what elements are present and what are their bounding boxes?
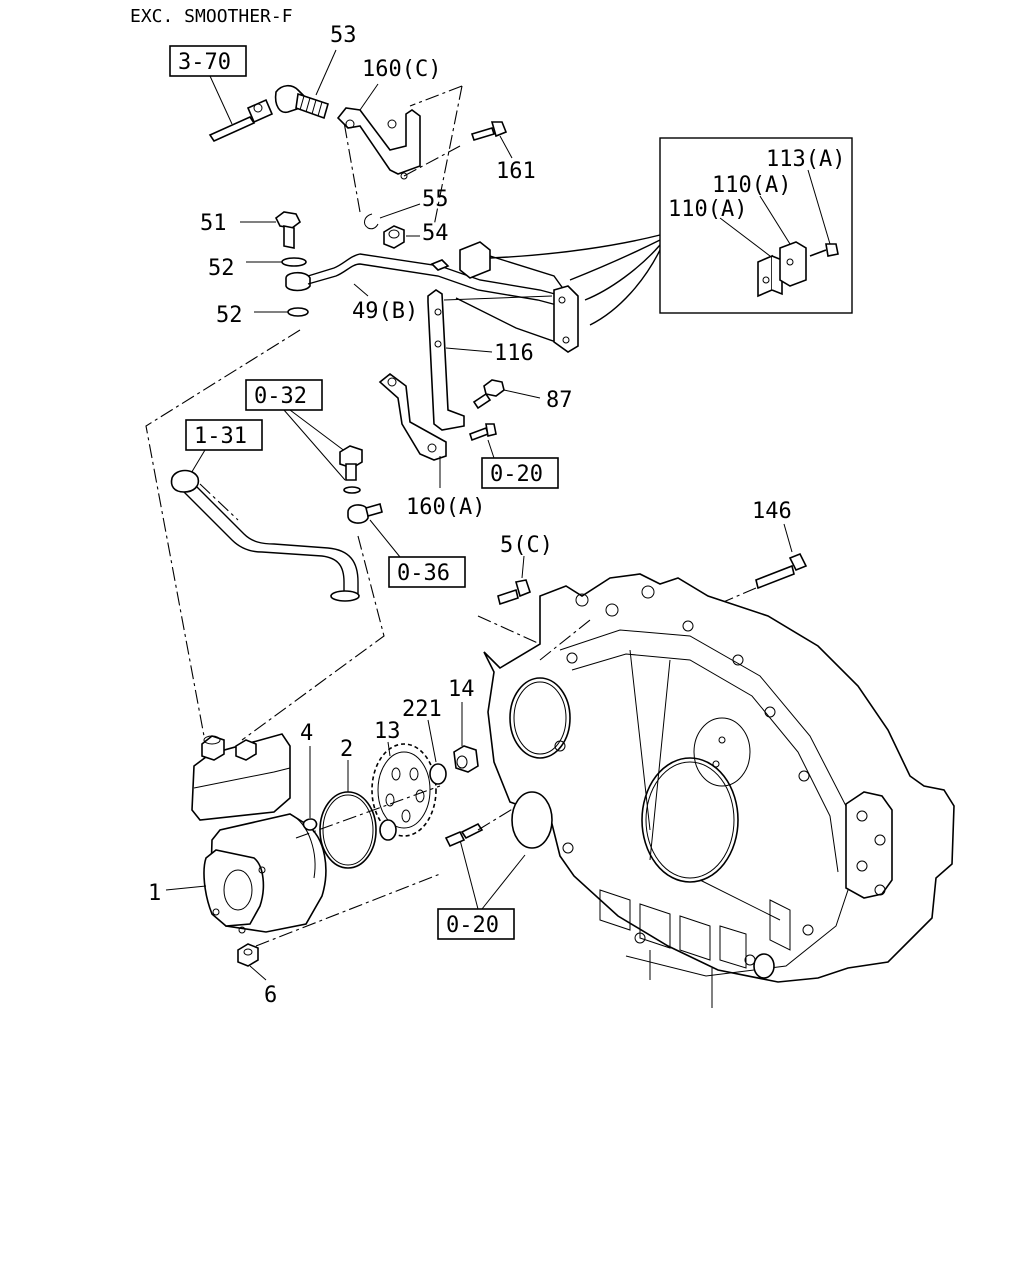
label-113a: 113(A) [766, 147, 845, 172]
label-87: 87 [546, 388, 573, 413]
stud-146-icon [755, 552, 808, 590]
ref-box-3-70: 3-70 [169, 45, 247, 125]
label-146: 146 [752, 499, 792, 524]
svg-text:0-20: 0-20 [490, 462, 543, 487]
label-160c: 160(C) [362, 57, 441, 82]
label-13: 13 [374, 719, 401, 744]
label-4: 4 [300, 721, 313, 746]
nut-54-icon [383, 225, 405, 249]
washer-52-lower-icon [287, 307, 309, 317]
svg-text:3-70: 3-70 [178, 50, 231, 75]
banjo-bolt-icon [339, 445, 363, 494]
washer-52-upper-icon [281, 257, 307, 267]
bracket-160a-icon [378, 372, 497, 461]
label-161: 161 [496, 159, 536, 184]
nut-14-icon [453, 745, 479, 773]
bolt-113a-icon [809, 243, 839, 257]
label-14: 14 [448, 677, 475, 702]
ref-box-1-31: 1-31 [185, 419, 263, 476]
label-1: 1 [148, 881, 161, 906]
washer-221-icon [429, 763, 447, 785]
svg-text:1-31: 1-31 [194, 424, 247, 449]
o-ring-2-icon [319, 791, 377, 869]
label-51: 51 [200, 211, 227, 236]
rod-icon [208, 98, 274, 143]
svg-text:0-32: 0-32 [254, 384, 307, 409]
label-160a: 160(A) [406, 495, 485, 520]
label-2: 2 [340, 737, 353, 762]
label-116: 116 [494, 341, 534, 366]
bolt-5c-icon [497, 579, 531, 606]
label-110a-lower: 110(A) [668, 197, 747, 222]
svg-text:0-36: 0-36 [397, 561, 450, 586]
gear-13-icon [371, 743, 437, 841]
nut-6-icon [237, 943, 259, 967]
flywheel-housing-icon [483, 573, 955, 1008]
label-5c: 5(C) [500, 533, 553, 558]
label-110a-upper: 110(A) [712, 173, 791, 198]
label-49b: 49(B) [352, 299, 418, 324]
hose-1-31-icon [170, 469, 360, 602]
inset-detail-box: 113(A) 110(A) 110(A) [489, 137, 853, 326]
label-52-lower: 52 [216, 303, 243, 328]
bolt-51-icon [274, 211, 302, 249]
label-52-upper: 52 [208, 256, 235, 281]
bracket-160c-icon [336, 107, 421, 180]
bolt-87-icon [472, 379, 505, 410]
ref-box-0-20-upper: 0-20 [481, 439, 559, 489]
clamp-110a-upper-icon [779, 241, 807, 287]
label-54: 54 [422, 221, 449, 246]
pipe-49b-icon [285, 241, 579, 353]
clip-55-icon [364, 213, 379, 230]
air-compressor-1-icon [191, 733, 327, 934]
label-53: 53 [330, 23, 357, 48]
label-6: 6 [264, 983, 277, 1008]
stud-0-20-icon [444, 822, 484, 848]
clamp-110a-lower-icon [757, 254, 783, 298]
bracket-116-icon [427, 289, 553, 431]
label-221: 221 [402, 697, 442, 722]
banjo-fitting-icon [347, 503, 383, 524]
fitting-53-icon [274, 84, 329, 120]
svg-text:0-20: 0-20 [446, 913, 499, 938]
bolt-161-icon [470, 121, 508, 141]
ref-box-0-36: 0-36 [369, 519, 466, 588]
ref-box-0-20-lower: 0-20 [437, 839, 526, 940]
pin-4-icon [302, 818, 318, 831]
diagram-header: EXC. SMOOTHER-F [130, 6, 293, 27]
ref-box-0-32: 0-32 [245, 379, 351, 481]
label-55: 55 [422, 187, 449, 212]
